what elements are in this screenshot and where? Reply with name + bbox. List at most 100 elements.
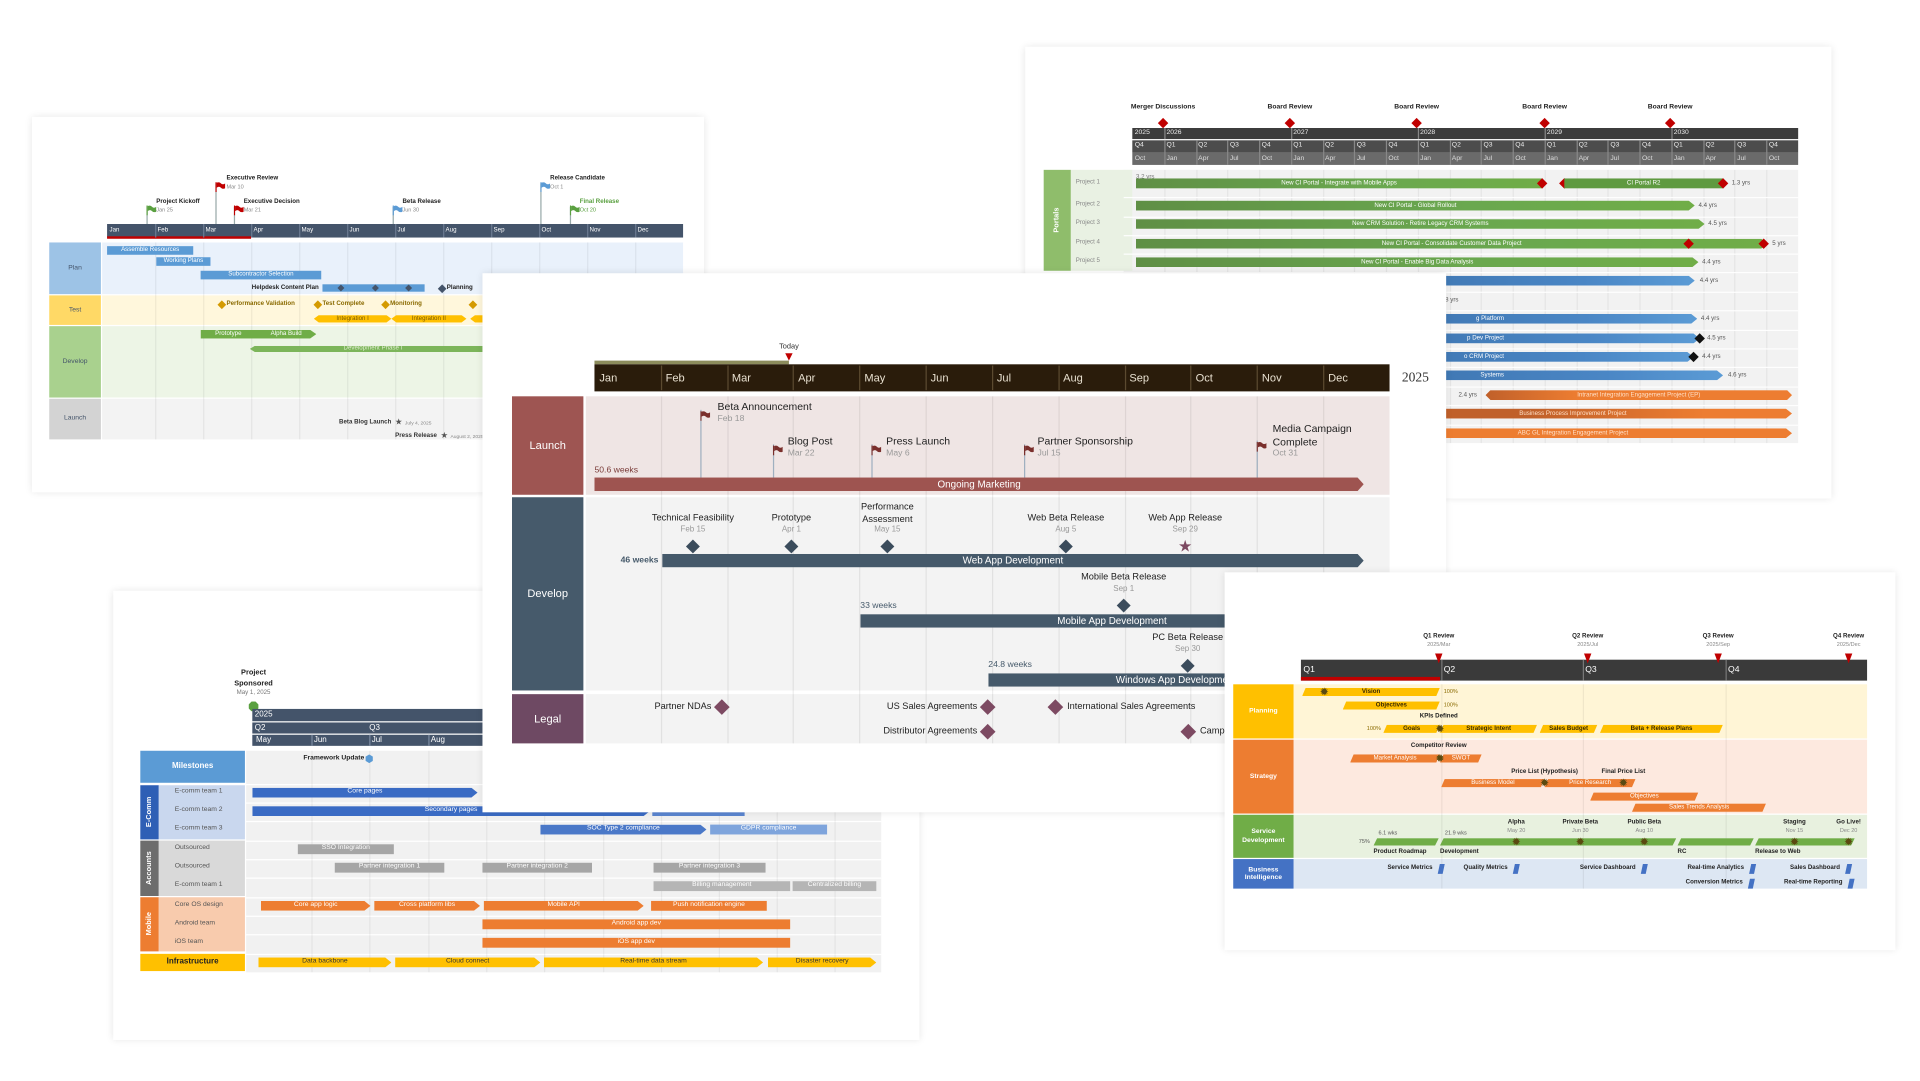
task-bar[interactable]: Mobile API <box>484 901 644 911</box>
planning-bar[interactable]: Strategic Intent <box>1440 724 1537 733</box>
task-bar[interactable]: Real-time data stream <box>544 958 763 968</box>
task-bar[interactable]: Cross platform libs <box>374 901 480 911</box>
task-bar[interactable]: iOS app dev <box>482 937 791 948</box>
gridline <box>1190 396 1192 744</box>
milestone-diamond-icon[interactable] <box>1284 117 1296 129</box>
strategy-bar[interactable]: Objectives <box>1590 792 1698 801</box>
task-bar[interactable]: Secondary pages <box>252 806 650 816</box>
month-label: Jun <box>349 226 360 234</box>
quarter-label: Q2 <box>1443 665 1456 675</box>
working-plans-bar[interactable]: Working Plans <box>156 257 211 266</box>
task-bar[interactable]: Disaster recovery <box>768 958 876 968</box>
task-bar[interactable]: Cloud connect <box>395 958 540 968</box>
quarter-divider <box>1582 659 1584 681</box>
month-label: Jan <box>1673 154 1685 162</box>
review-date: 2025/Mar <box>1427 641 1451 648</box>
task-bar[interactable]: GDPR compliance <box>710 824 828 835</box>
planning-bar[interactable]: Beta + Release Plans <box>1600 724 1723 733</box>
develop-milestone-date: Feb 15 <box>680 525 706 535</box>
service-phase-bar[interactable] <box>1374 838 1439 845</box>
quarter-label: Q3 <box>369 723 380 732</box>
assemble-resources-bar[interactable]: Assemble Resources <box>107 246 194 255</box>
service-milestone-date: Aug 10 <box>1635 827 1654 834</box>
progress-strip <box>594 360 789 365</box>
strategy-bar[interactable]: Sales Trends Analysis <box>1632 803 1766 812</box>
project-bar[interactable]: New CI Portal - Global Rollout <box>1136 201 1695 211</box>
service-phase-bar[interactable] <box>1755 838 1855 845</box>
gridline <box>1058 396 1060 744</box>
milestone-diamond-icon[interactable] <box>1539 117 1550 129</box>
quarter-divider <box>1163 140 1166 165</box>
ongoing-marketing-bar[interactable]: Ongoing Marketing <box>594 478 1363 492</box>
quarter-divider <box>1385 140 1388 165</box>
task-bar[interactable]: Data backbone <box>258 958 391 968</box>
project-bar[interactable]: New CI Portal - Integrate with Mobile Ap… <box>1135 178 1543 189</box>
project-bar[interactable]: New CRM Solution - Retire Legacy CRM Sys… <box>1136 219 1705 229</box>
development-phase-1-bar[interactable]: Development Phase I <box>249 345 496 352</box>
gridline <box>1766 169 1768 444</box>
project-bar[interactable]: New CI Portal - Enable Big Data Analysis <box>1136 257 1698 267</box>
review-marker-icon <box>1713 653 1722 664</box>
row-label-develop: Develop <box>49 326 101 398</box>
month-divider <box>369 734 371 746</box>
task-bar[interactable]: Core app logic <box>261 901 371 911</box>
project-bar[interactable]: New CI Portal - Consolidate Customer Dat… <box>1136 239 1767 249</box>
milestone-diamond-icon[interactable] <box>1664 117 1676 129</box>
team-column-bg <box>158 785 245 840</box>
service-phase-bar[interactable] <box>1440 838 1676 845</box>
milestone-diamond-icon[interactable] <box>1157 117 1169 129</box>
task-bar[interactable]: Android app dev <box>482 919 791 930</box>
quarter-label: Q4 <box>1515 141 1525 149</box>
month-label: Dec <box>637 226 649 234</box>
row-bg-service <box>1293 814 1868 858</box>
task-bar[interactable]: Partner integration 1 <box>334 862 445 873</box>
task-bar[interactable]: Push notification engine <box>651 900 767 911</box>
planning-bar[interactable]: Sales Budget <box>1540 724 1598 733</box>
task-bar[interactable]: SSO Integration <box>297 844 394 855</box>
month-label: Apr <box>1578 154 1590 162</box>
strategy-bar[interactable]: Business Model <box>1441 778 1544 787</box>
strategy-bar[interactable]: SWOT <box>1440 754 1482 763</box>
strategy-bar[interactable]: Price Research <box>1545 778 1636 787</box>
month-divider <box>539 223 541 238</box>
task-bar[interactable]: Partner integration 3 <box>653 862 766 873</box>
row-label-launch: Launch <box>511 396 584 495</box>
gridline <box>1607 169 1610 444</box>
gridline <box>203 242 205 440</box>
gridline <box>603 750 605 973</box>
planning-bar[interactable]: Vision <box>1302 687 1440 696</box>
flag-icon <box>392 199 403 216</box>
integration-1-bar[interactable]: Integration I <box>314 315 392 322</box>
milestone-diamond-icon[interactable] <box>1411 117 1422 129</box>
sponsor-label: Project Sponsored <box>234 669 273 688</box>
ci-portal-r2-bar[interactable]: CI Portal R2 <box>1564 178 1724 189</box>
task-bar[interactable]: Billing management <box>653 881 791 892</box>
quarter-label: Q1 <box>1303 665 1315 675</box>
subcontractor-selection-bar[interactable]: Subcontractor Selection <box>200 270 322 280</box>
task-bar[interactable]: SOC Type 2 compliance <box>540 825 706 835</box>
orange-project-bar[interactable]: ABC GL Integration Engagement Project <box>1354 428 1792 438</box>
orange-project-bar[interactable]: Intranet Integration Engagement Project … <box>1486 390 1792 400</box>
task-bar[interactable]: Core pages <box>252 788 477 798</box>
milestone-label: Merger Discussions <box>1130 103 1196 111</box>
team-label: Outsourced <box>174 844 210 852</box>
task-bar[interactable]: Centralized billing <box>792 881 877 892</box>
strategy-bar[interactable]: Market Analysis <box>1350 754 1440 763</box>
task-bar[interactable]: Partner integration 2 <box>482 862 592 873</box>
framework-milestone-icon[interactable] <box>365 754 373 764</box>
planning-bar[interactable]: Objectives <box>1343 701 1440 710</box>
sponsor-milestone-icon[interactable] <box>248 701 259 712</box>
flag-icon <box>215 176 226 192</box>
row-divider <box>1123 348 1799 350</box>
quarter-label: Q4 <box>1727 665 1740 675</box>
quarter-divider <box>1227 140 1229 165</box>
row-divider <box>1123 196 1799 199</box>
planning-bar[interactable]: Goals <box>1383 724 1440 733</box>
year-label: 2025 <box>254 710 273 719</box>
service-phase-bar[interactable] <box>1678 838 1754 845</box>
integration-2-bar[interactable]: Integration II <box>391 315 466 322</box>
web-app-development-bar[interactable]: Web App Development <box>662 554 1364 568</box>
month-divider <box>726 365 729 391</box>
orange-project-bar[interactable]: Business Process Improvement Project <box>1354 409 1792 419</box>
